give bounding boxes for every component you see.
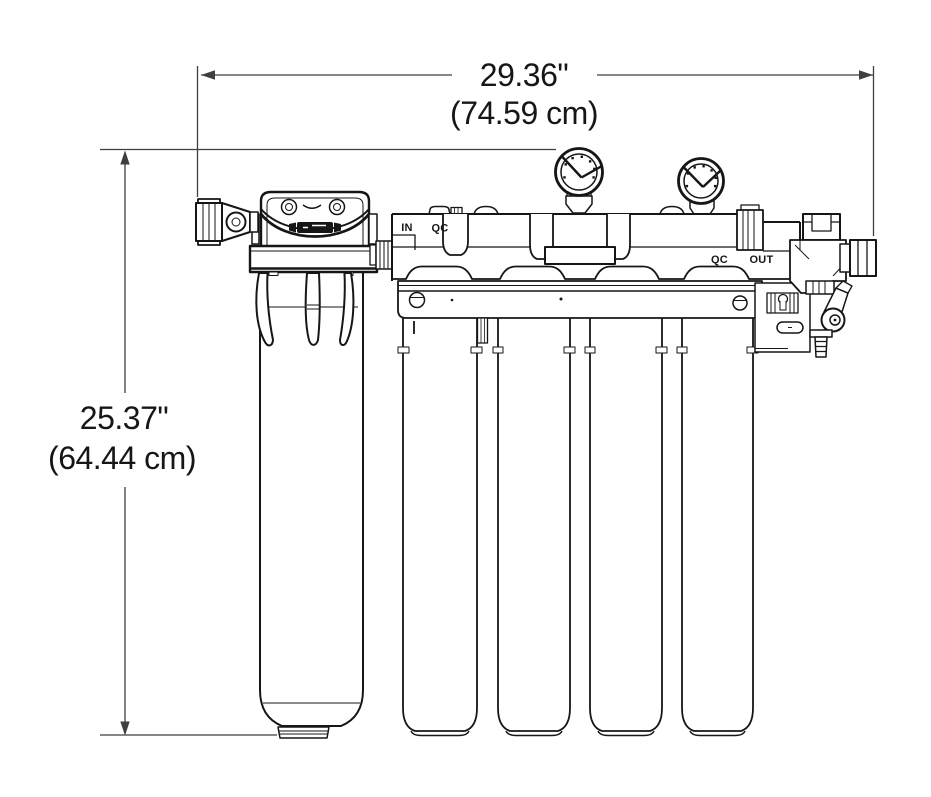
arrow-up-icon [120, 150, 130, 165]
qc-inlet-label: QC [431, 223, 448, 235]
sump-base-cap [277, 726, 330, 739]
qc-port-tab [428, 205, 451, 215]
manifold: IN QC QC OUT [369, 205, 801, 281]
pressure-gauge-2 [677, 157, 725, 218]
arrow-right-icon [859, 70, 873, 80]
outlet-label: OUT [749, 254, 773, 266]
gauge-needle [683, 166, 721, 188]
height-inches-label: 25.37" [80, 400, 168, 436]
head-display-window [297, 222, 333, 233]
housing-collar [248, 244, 379, 276]
arrow-left-icon [201, 70, 215, 80]
qc-outlet-label: QC [711, 254, 728, 266]
gauge-tick-marks [563, 155, 596, 179]
bracket-screw [408, 291, 426, 309]
outlet-qc-block [736, 209, 764, 251]
outlet-valve-assembly [736, 204, 877, 358]
gauge-tick-marks [685, 165, 717, 188]
qc-port-tab [659, 205, 685, 215]
filter-cartridges [397, 315, 759, 737]
manifold-center-block [544, 246, 616, 265]
inlet-label: IN [401, 222, 413, 234]
inlet-fitting [195, 198, 259, 246]
arrow-down-icon [120, 721, 130, 736]
width-inches-label: 29.36" [480, 57, 568, 93]
outlet-hex-fitting [849, 239, 877, 277]
gauge-needle [561, 155, 602, 179]
filter-cartridge-4 [681, 315, 754, 737]
gauge-dial [677, 157, 725, 205]
pressure-gauge-1 [554, 147, 604, 214]
mounting-bracket [397, 280, 811, 353]
sump-clips [255, 272, 358, 347]
dimension-width: 29.36" (74.59 cm) [196, 57, 875, 236]
filter-head [251, 190, 378, 249]
qc-port-tab [473, 205, 499, 215]
height-metric-label: (64.44 cm) [48, 440, 196, 476]
gauge-dial [554, 147, 604, 197]
filter-cartridge-1 [402, 315, 478, 737]
filter-sump [259, 271, 364, 739]
drain-barb-flange [809, 329, 833, 338]
width-metric-label: (74.59 cm) [450, 95, 598, 131]
dimension-height: 25.37" (64.44 cm) [48, 148, 556, 736]
bracket-screw [732, 295, 748, 311]
filter-cartridge-3 [589, 315, 663, 737]
filter-cartridge-2 [497, 315, 571, 737]
